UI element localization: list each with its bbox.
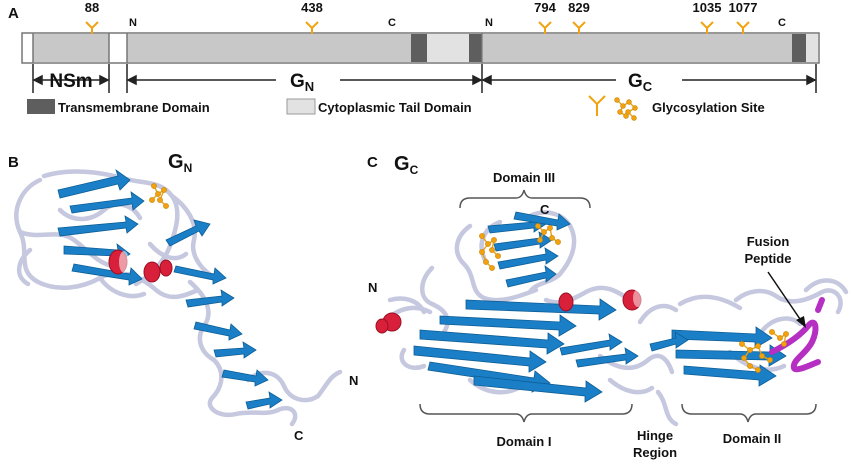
domain-iii-bracket (459, 189, 591, 209)
gc-c-terminus-label: C (540, 202, 550, 217)
terminus-label: C (388, 17, 396, 29)
nsm-segment (33, 34, 109, 62)
legend-glycosylation-label: Glycosylation Site (652, 100, 765, 115)
gn-loops (14, 169, 343, 427)
gn-helices (108, 249, 173, 283)
legend-transmembrane-label: Transmembrane Domain (58, 100, 210, 115)
terminus-label: N (485, 17, 493, 29)
legend-cytoplasmic-label: Cytoplasmic Tail Domain (318, 100, 472, 115)
fusion-peptide-arrowhead (796, 316, 806, 328)
domain-iii-label: Domain III (493, 170, 555, 185)
glycan-cluster-icon (614, 97, 638, 121)
gc-domain-iii-strands (487, 211, 571, 288)
panel-a-letter: A (8, 5, 19, 22)
domain-i-bracket (419, 403, 633, 423)
gc-domain-i-strands (413, 298, 639, 403)
glycosylation-y-icon (700, 21, 714, 34)
domain-ii-bracket (681, 403, 817, 423)
gn-ectodomain-segment (127, 34, 411, 62)
terminus-label: C (778, 17, 786, 29)
gc-helices (375, 289, 643, 334)
panel-c: C GC Domain III (367, 153, 849, 460)
panel-b-letter: B (8, 154, 19, 171)
glycosylation-y-icon (572, 21, 586, 34)
legend-cytoplasmic-swatch (286, 98, 316, 115)
glycosylation-y-icon (538, 21, 552, 34)
domain-i-label: Domain I (497, 434, 552, 449)
gc-glycans (479, 223, 789, 373)
gn-c-terminus-label: C (294, 428, 304, 443)
hinge-label-line2: Region (633, 445, 677, 460)
gn-transmembrane-segment (411, 34, 427, 62)
terminus-label: N (129, 17, 137, 29)
gn-glycans (149, 183, 169, 209)
site-number: 88 (85, 0, 99, 15)
panel-b: B GN (8, 151, 358, 443)
region-label-nsm: NSm (49, 71, 92, 92)
fusion-peptide-arrow (767, 271, 803, 323)
glycosylation-markers (85, 21, 750, 34)
gn-transmembrane-segment-2 (469, 34, 482, 62)
site-number: 829 (568, 0, 590, 15)
gc-domain-ii-strands (649, 326, 787, 387)
site-number: 438 (301, 0, 323, 15)
gn-structure-title: GN (168, 151, 192, 175)
site-number: 794 (534, 0, 556, 15)
gc-loops (381, 210, 849, 427)
fusion-peptide-tip (815, 297, 825, 313)
gc-transmembrane-segment (792, 34, 806, 62)
gn-n-terminus-label: N (349, 373, 358, 388)
glycosylation-y-icon (85, 21, 99, 34)
region-label-gn: GN (290, 71, 314, 94)
domain-ii-label: Domain II (723, 431, 782, 446)
gc-structure-title: GC (394, 153, 419, 177)
fusion-label-line1: Fusion (747, 234, 790, 249)
glycosylation-y-icon (588, 95, 606, 116)
glycosylation-y-icon (736, 21, 750, 34)
region-label-gc: GC (628, 71, 653, 94)
gn-cytoplasmic-tail-segment (427, 34, 469, 62)
gc-cytoplasmic-tail-segment (806, 34, 818, 62)
gc-ectodomain-segment (483, 34, 792, 62)
site-number: 1035 (693, 0, 722, 15)
site-number: 1077 (729, 0, 758, 15)
gc-n-terminus-label: N (368, 280, 377, 295)
region-brackets (32, 64, 817, 93)
fusion-peptide-loop (769, 319, 821, 373)
hinge-label-line1: Hinge (637, 428, 673, 443)
glycosylation-y-icon (305, 21, 319, 34)
fusion-label-line2: Peptide (745, 251, 792, 266)
legend-transmembrane-swatch (27, 99, 55, 114)
panel-c-letter: C (367, 154, 378, 171)
segment-separators (32, 33, 483, 63)
gn-beta-strands (57, 168, 283, 410)
panel-a: A 88 438 794 829 (8, 0, 820, 121)
